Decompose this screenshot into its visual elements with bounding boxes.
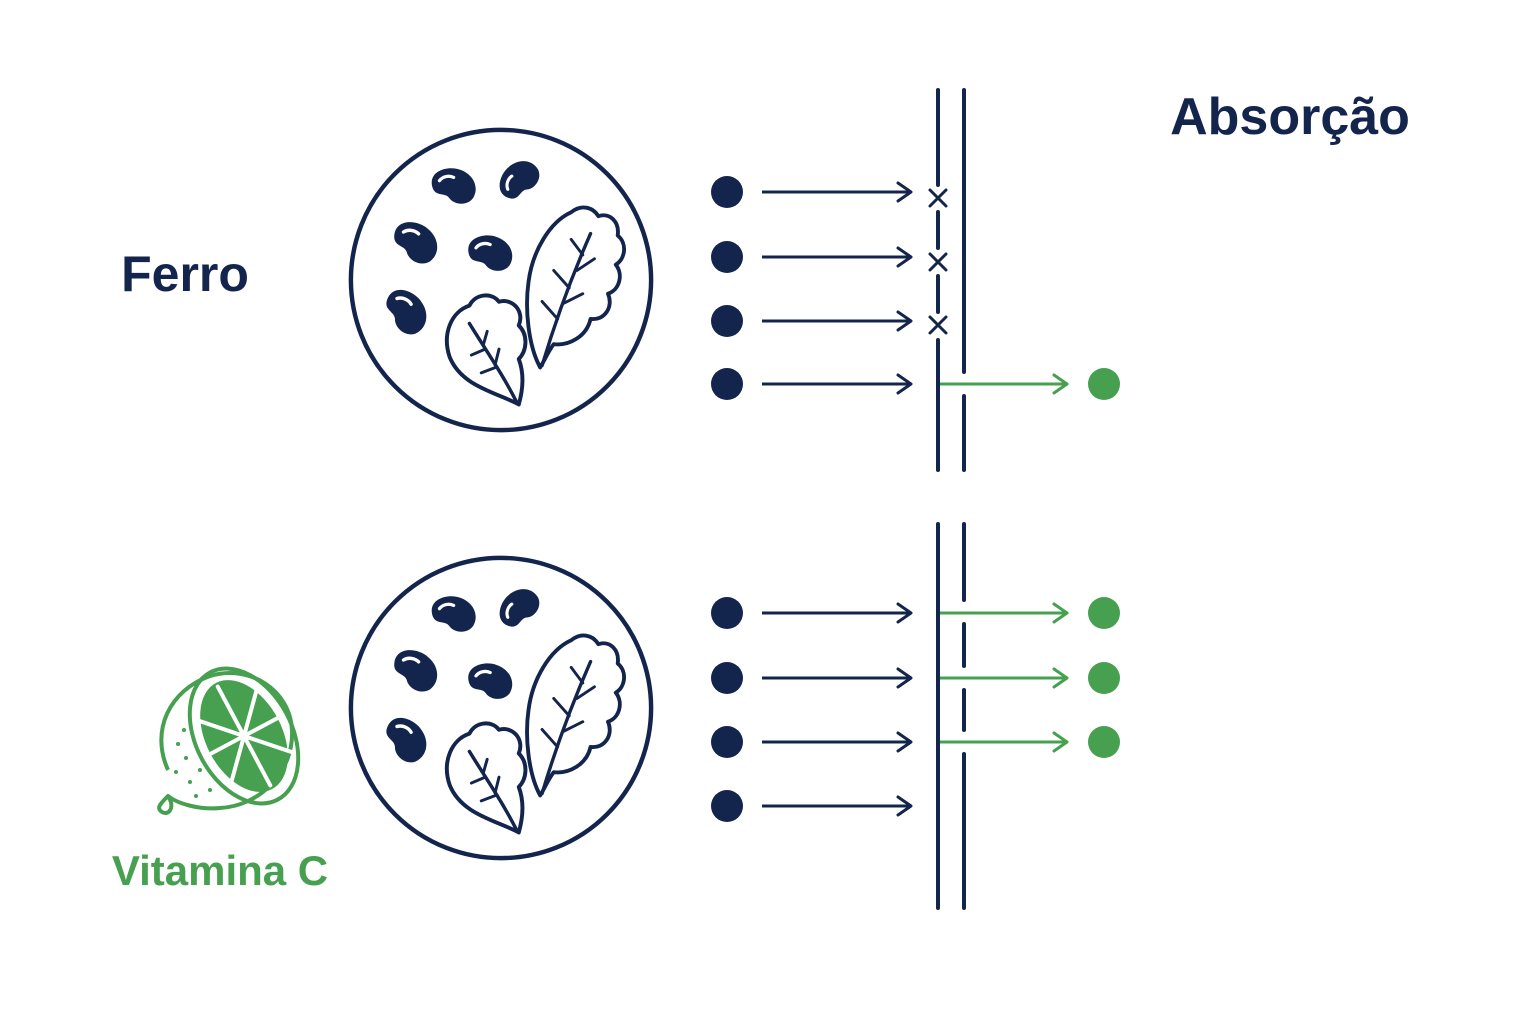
vitamin-c-label: Vitamina C: [112, 847, 328, 894]
iron-molecule: [711, 790, 913, 822]
panel-with-vitamin-c: [711, 597, 1120, 822]
absorbed-iron-molecule: [940, 597, 1120, 629]
panel-without-vitamin-c: [711, 176, 1120, 400]
membrane-bottom: [936, 522, 966, 910]
iron-molecule: [711, 597, 913, 629]
iron-molecule: [711, 368, 913, 400]
food-plate-icon: [351, 558, 651, 858]
food-plate-icon: [351, 130, 651, 430]
membrane-top: [936, 88, 966, 472]
lemon-half-icon: [157, 666, 301, 815]
absorption-title: Absorção: [1170, 88, 1410, 146]
iron-label: Ferro: [121, 246, 249, 302]
absorbed-iron-molecule: [940, 726, 1120, 758]
absorbed-iron-molecule: [940, 368, 1120, 400]
x-mark-icon: [928, 188, 948, 208]
x-mark-icon: [928, 315, 948, 335]
x-mark-icon: [928, 252, 948, 272]
iron-molecule: [711, 305, 948, 337]
iron-molecule: [711, 241, 948, 273]
iron-molecule: [711, 662, 913, 694]
iron-molecule: [711, 726, 913, 758]
iron-molecule: [711, 176, 948, 208]
absorbed-iron-molecule: [940, 662, 1120, 694]
